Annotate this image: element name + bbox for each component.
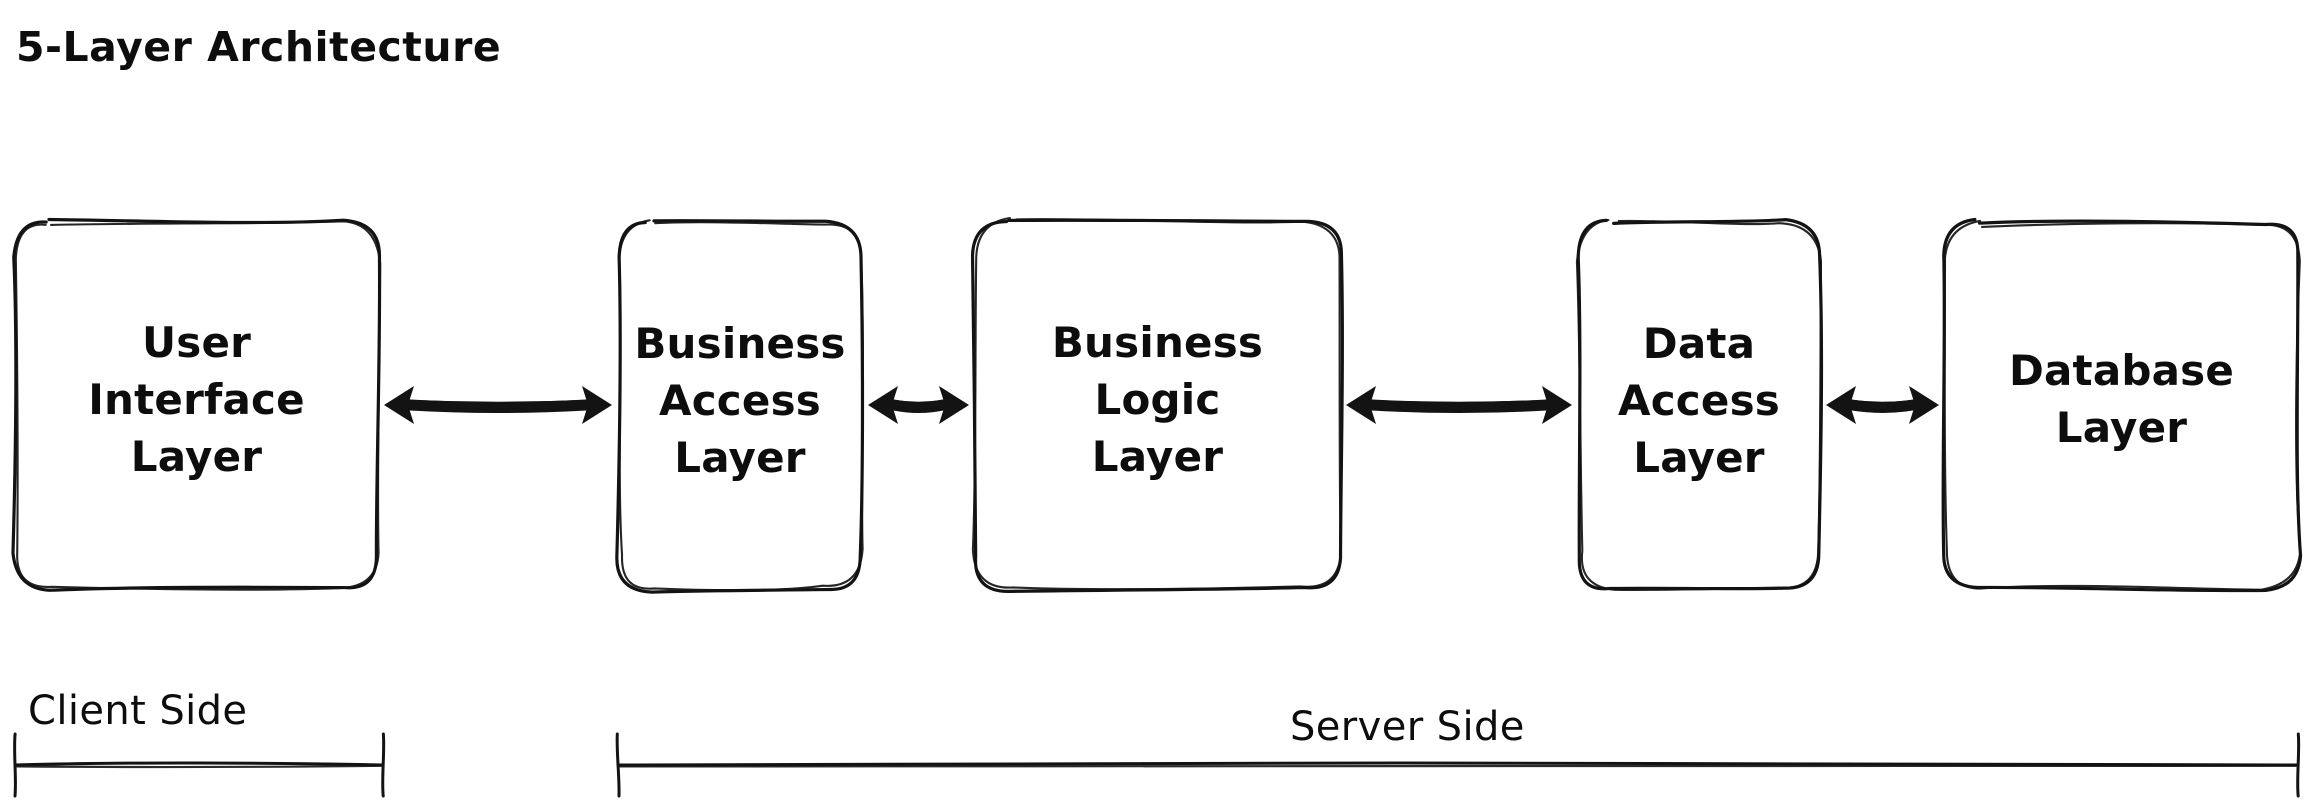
box-label-line: Access xyxy=(1618,375,1780,425)
bracket-label-server-side: Server Side xyxy=(1290,704,1525,750)
bracket-cap-right-server-side xyxy=(2296,732,2301,798)
bracket-line-sketch-client-side xyxy=(15,764,383,769)
box-label-line: Business xyxy=(634,318,846,368)
box-label-line: Layer xyxy=(674,432,806,482)
box-label-line: Logic xyxy=(1094,374,1221,424)
box-label-line: Layer xyxy=(130,431,263,481)
bracket-label-client-side: Client Side xyxy=(28,688,248,734)
bracket-line-sketch-server-side xyxy=(618,764,2298,769)
box-label-line: Layer xyxy=(2055,403,2188,452)
box-label-line: User xyxy=(141,317,252,367)
box-label-line: Layer xyxy=(1091,431,1224,481)
box-label-line: Business xyxy=(1051,317,1264,367)
bracket-cap-left-client-side xyxy=(13,732,17,798)
bracket-cap-left-server-side xyxy=(615,732,621,798)
bracket-cap-right-client-side xyxy=(381,732,386,798)
box-label-line: Access xyxy=(659,375,821,425)
box-label-line: Layer xyxy=(1633,432,1765,482)
box-label-line: Interface xyxy=(88,374,305,424)
bracket-line-server-side xyxy=(616,761,2300,767)
box-label-line: Database xyxy=(2008,346,2235,395)
page-title: 5-Layer Architecture xyxy=(16,23,502,71)
bracket-line-client-side xyxy=(13,761,385,767)
box-label-line: Data xyxy=(1642,318,1756,368)
